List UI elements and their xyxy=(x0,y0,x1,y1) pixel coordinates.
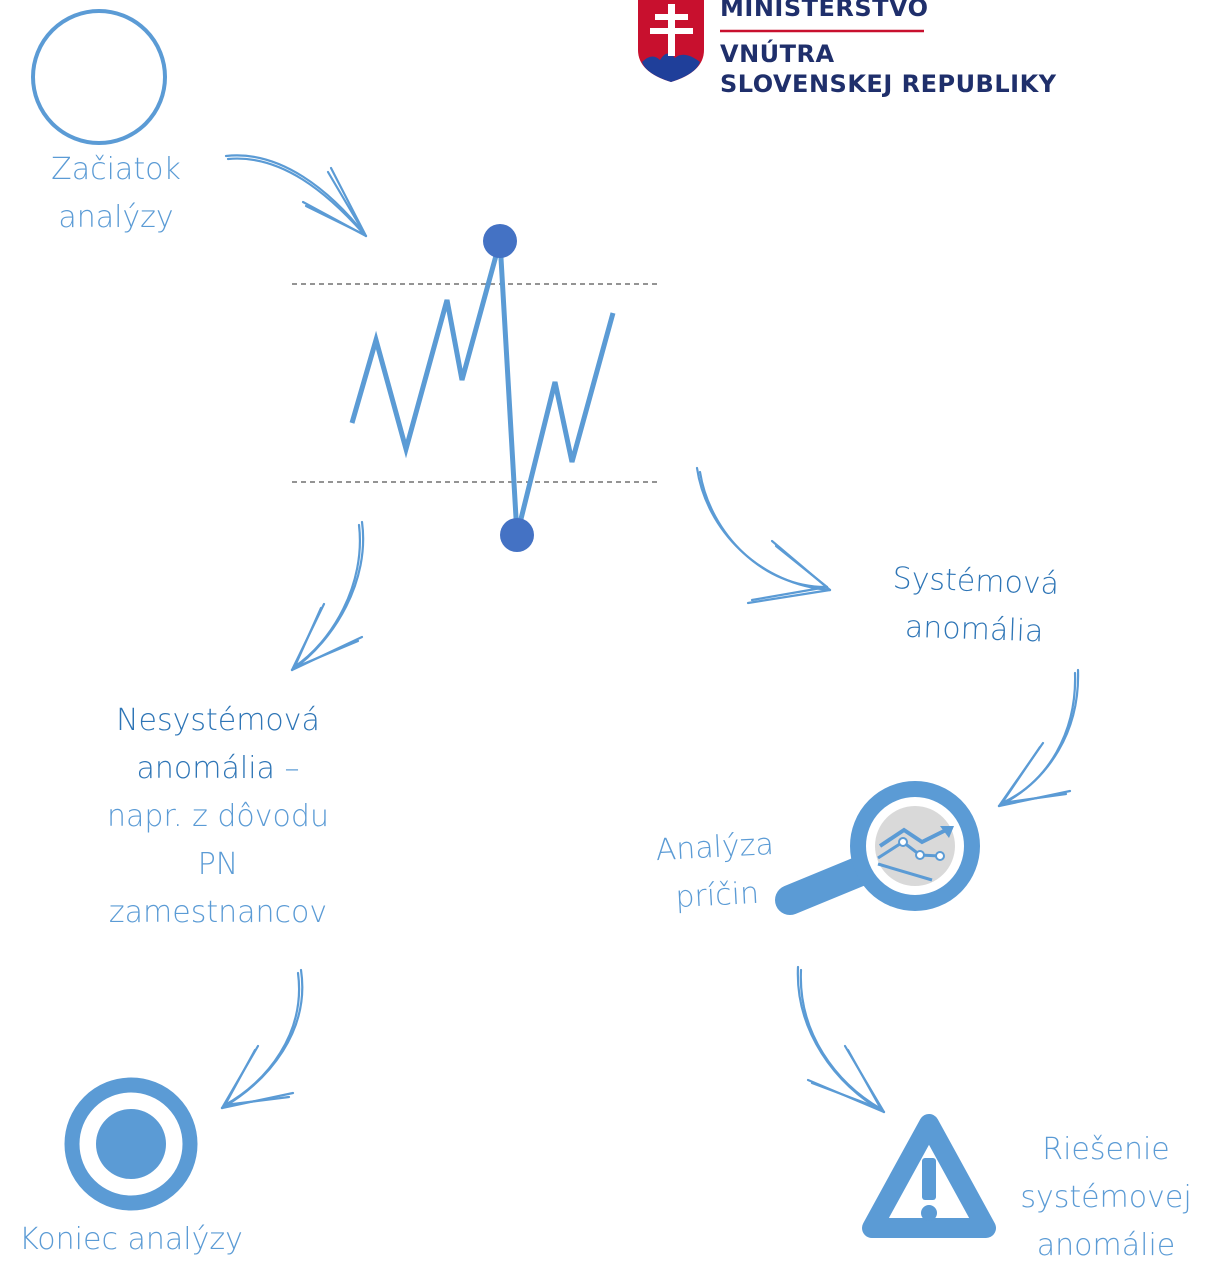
arrow-chart-to-nonsystemic xyxy=(290,520,365,672)
solution-label: Riešenie systémovej anomálie xyxy=(1020,1132,1192,1263)
nonsystemic-anomaly-label: Nesystémová anomália – napr. z dôvodu PN… xyxy=(107,703,329,930)
cause-analysis-label: Analýza príčin xyxy=(654,826,775,916)
anomaly-line xyxy=(349,240,616,536)
coat-of-arms-icon xyxy=(638,0,704,82)
logo-line-2: VNÚTRA xyxy=(720,40,835,68)
logo-line-1: MINISTERSTVO xyxy=(720,0,929,22)
end-target-icon xyxy=(64,1077,198,1211)
logo-line-3: SLOVENSKEJ REPUBLIKY xyxy=(720,70,1057,98)
start-label: Začiatok analýzy xyxy=(51,152,181,235)
arrow-chart-to-systemic xyxy=(695,466,832,605)
upper-outlier-dot xyxy=(483,224,517,258)
arrow-systemic-to-cause xyxy=(997,668,1080,808)
arrow-nonsystemic-to-end xyxy=(220,968,304,1110)
magnifier-icon xyxy=(775,781,980,915)
start-circle-icon xyxy=(31,9,167,145)
lower-outlier-dot xyxy=(500,518,534,552)
systemic-anomaly-label: Systémová anomália xyxy=(892,561,1060,650)
end-label: Koniec analýzy xyxy=(19,1222,243,1257)
arrow-cause-to-solution xyxy=(796,965,886,1114)
warning-icon xyxy=(862,1114,996,1238)
arrow-start-to-chart xyxy=(224,154,368,238)
arrows xyxy=(220,154,1080,1114)
